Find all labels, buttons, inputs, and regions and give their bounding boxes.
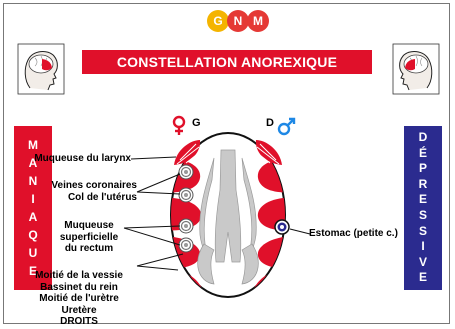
label-rectum-line: du rectum [49,243,129,255]
target-circle-icon [179,188,193,202]
stomach-target-icon [275,220,289,234]
label-estomac: Estomac (petite c.) [309,228,398,240]
label-vessie: Moitié de la vessie Bassinet du rein Moi… [19,270,139,328]
label-vessie-line: Moitié de la vessie [19,270,139,282]
target-circle-icon [179,238,193,252]
label-larynx: Muqueuse du larynx [34,153,131,165]
target-circle-icon [179,219,193,233]
left-head-icon [18,44,64,94]
label-vessie-line: Uretère [19,305,139,317]
side-label-g: G [192,117,201,129]
male-symbol-icon [279,119,294,134]
label-rectum-line: superficielle [49,232,129,244]
label-vessie-line: Bassinet du rein [19,282,139,294]
label-rectum: Muqueuse superficielle du rectum [49,220,129,255]
target-circle-icon [179,165,193,179]
side-label-d: D [266,117,274,129]
female-symbol-icon [174,117,184,135]
brain-oval [160,133,296,297]
right-head-icon [393,44,439,94]
label-rectum-line: Muqueuse [49,220,129,232]
label-vessie-line: DROITS [19,316,139,328]
label-uterus: Col de l'utérus [68,192,137,204]
label-vessie-line: Moitié de l'urètre [19,293,139,305]
label-coronaires: Veines coronaires [51,180,137,192]
